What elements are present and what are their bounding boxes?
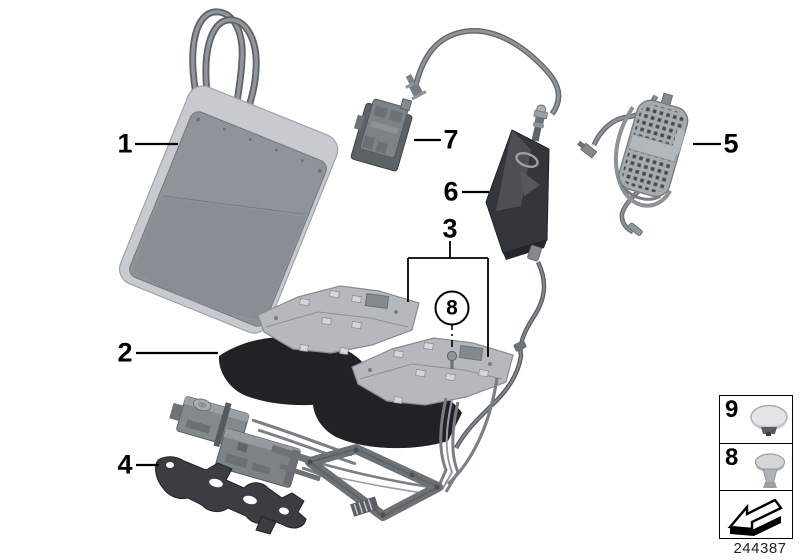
leader-lines [135, 138, 721, 467]
expanding-rivet-icon [754, 453, 786, 488]
valve-stem-icon [531, 104, 549, 142]
backrest-frame-loops-art [189, 8, 260, 113]
callout-1[interactable]: 1 [117, 128, 133, 159]
mounting-bracket-art [155, 456, 307, 535]
seat-pan-front-art [257, 285, 420, 355]
screw-art [446, 323, 458, 369]
callout-8[interactable]: 8 [434, 290, 470, 326]
legend-label-8: 8 [725, 443, 739, 471]
cushion-pad-front-art [218, 336, 368, 406]
valve-block-art [350, 98, 413, 172]
seat-pan-rear-art [351, 337, 514, 406]
callout-3[interactable]: 3 [442, 213, 458, 244]
bladder-cable-art [454, 244, 547, 450]
legend-row-8[interactable]: 8 [720, 444, 792, 492]
pump-art [613, 92, 689, 208]
front-direction-arrow-icon [727, 498, 783, 537]
callout-2[interactable]: 2 [117, 337, 133, 368]
group-bracket-lines [407, 241, 489, 357]
legend-row-9[interactable]: 9 [720, 396, 792, 444]
callout-4[interactable]: 4 [117, 449, 133, 480]
lumbar-bladder-art [485, 129, 550, 260]
dome-cap-fastener-icon [750, 404, 788, 436]
callout-6[interactable]: 6 [443, 176, 459, 207]
callout-7[interactable]: 7 [443, 124, 459, 155]
air-hose-arc-highlight [414, 29, 560, 115]
legend-label-9: 9 [725, 396, 739, 423]
hose-coupling-icon [405, 73, 427, 101]
fastener-legend: 9 8 [719, 395, 793, 539]
backrest-panel-art [118, 85, 339, 334]
lumbar-frame-art [270, 444, 443, 521]
diagram-number: 244387 [733, 540, 787, 557]
legend-direction-cell [720, 491, 792, 538]
callout-5[interactable]: 5 [723, 128, 739, 159]
actuator-box-lower-art [215, 428, 301, 488]
